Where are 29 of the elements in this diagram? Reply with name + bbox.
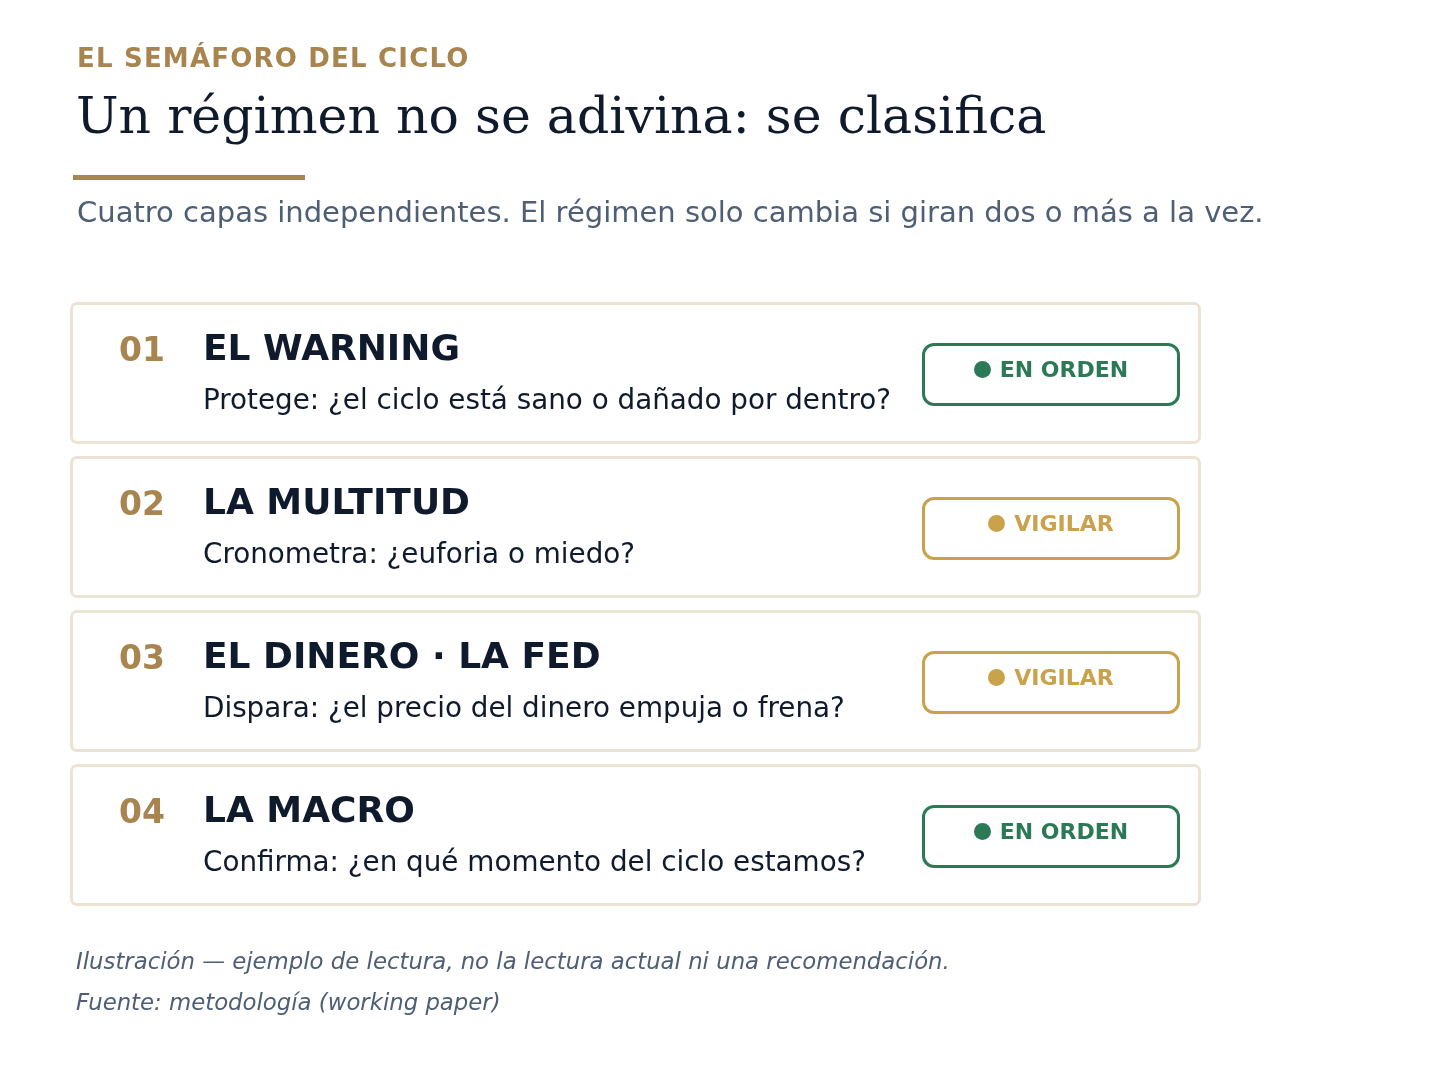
section-kicker: EL SEMÁFORO DEL CICLO bbox=[77, 43, 470, 75]
status-label: EN ORDEN bbox=[999, 818, 1129, 845]
layer-description: Dispara: ¿el precio del dinero empuja o frena? bbox=[203, 692, 845, 725]
status-label: VIGILAR bbox=[1014, 510, 1114, 537]
layer-heading: EL DINERO · LA FED bbox=[203, 635, 601, 677]
layer-heading: LA MULTITUD bbox=[203, 481, 470, 523]
status-pill bbox=[922, 497, 1180, 560]
layer-description: Confirma: ¿en qué momento del ciclo estamos? bbox=[203, 846, 866, 879]
status-pill bbox=[922, 805, 1180, 868]
layer-card bbox=[70, 302, 1201, 444]
layer-number: 02 bbox=[119, 485, 165, 524]
layer-heading: LA MACRO bbox=[203, 789, 415, 831]
diagram-title: Un régimen no se adivina: se clasifica bbox=[76, 86, 1047, 147]
layer-card bbox=[70, 610, 1201, 752]
source-note: Fuente: metodología (working paper) bbox=[76, 989, 501, 1017]
status-pill bbox=[922, 343, 1180, 406]
layer-description: Protege: ¿el ciclo está sano o dañado por dentro? bbox=[203, 384, 892, 417]
status-label: VIGILAR bbox=[1014, 664, 1114, 691]
layer-card bbox=[70, 764, 1201, 906]
layer-heading: EL WARNING bbox=[203, 327, 460, 369]
status-label: EN ORDEN bbox=[999, 356, 1129, 383]
status-pill bbox=[922, 651, 1180, 714]
footnote: Ilustración — ejemplo de lectura, no la lectura actual ni una recomendación. bbox=[76, 948, 950, 976]
layer-description: Cronometra: ¿euforia o miedo? bbox=[203, 538, 636, 571]
subtitle: Cuatro capas independientes. El régimen solo cambia si giran dos o más a la vez. bbox=[77, 195, 1264, 230]
layer-number: 01 bbox=[119, 331, 165, 370]
layer-number: 03 bbox=[119, 639, 165, 678]
layer-card bbox=[70, 456, 1201, 598]
layer-number: 04 bbox=[119, 793, 165, 832]
